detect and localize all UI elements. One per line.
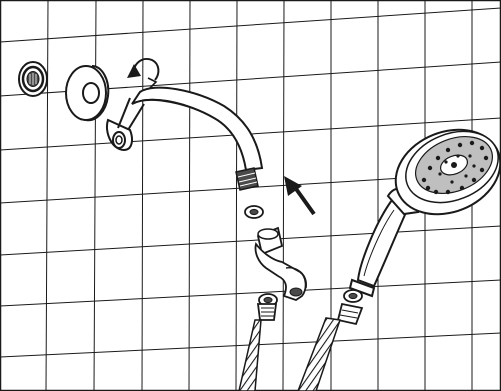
up-arrow-icon [284, 176, 314, 214]
pipe-opening-icon [19, 62, 47, 96]
hand-shower-holder-icon [255, 228, 306, 300]
washer-icon [245, 206, 263, 218]
escutcheon-ring-icon [66, 66, 108, 120]
braided-hose-icon [298, 304, 362, 391]
braided-hose-icon [239, 304, 276, 391]
shower-arm-icon [107, 88, 262, 190]
